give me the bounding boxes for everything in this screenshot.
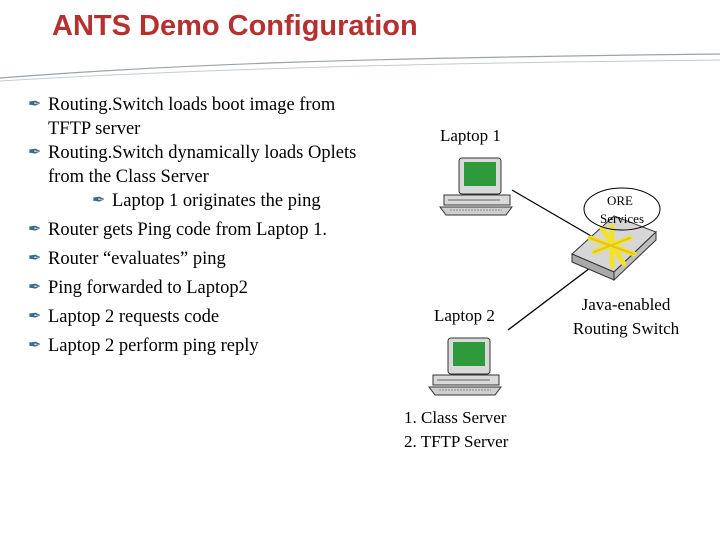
feather-icon: ✒ (28, 308, 42, 325)
computer-icon (428, 337, 502, 396)
laptop1-label: Laptop 1 (440, 126, 501, 145)
ore-services-label: Services (600, 211, 644, 226)
bullet-item: ✒Ping forwarded to Laptop2 (28, 278, 248, 298)
bullet-item: ✒Router “evaluates” ping (28, 249, 226, 269)
page-title: ANTS Demo Configuration (52, 10, 418, 42)
feather-icon: ✒ (28, 279, 42, 296)
computer-icon (439, 157, 513, 216)
bullet-item: ✒Laptop 2 perform ping reply (28, 336, 259, 356)
switch-label: Java-enabled Routing Switch (572, 295, 680, 338)
laptop2-label: Laptop 2 (434, 306, 495, 325)
feather-icon: ✒ (28, 250, 42, 267)
server-label: 1. Class Server 2. TFTP Server (404, 408, 509, 451)
ore-services-label: ORE (607, 193, 633, 208)
feather-icon: ✒ (28, 96, 42, 113)
feather-icon: ✒ (28, 221, 42, 238)
bullet-item: ✒Laptop 2 requests code (28, 307, 220, 327)
bullet-item: ✒Routing.Switch dynamically loads Oplets… (28, 143, 357, 187)
ore-services-oval (583, 187, 661, 231)
feather-icon: ✒ (28, 337, 42, 354)
routing-switch-icon (571, 215, 657, 282)
title-underline (0, 53, 720, 82)
feather-icon: ✒ (92, 192, 106, 209)
bullet-item: ✒Router gets Ping code from Laptop 1. (28, 220, 327, 240)
bullet-item: ✒Laptop 1 originates the ping (92, 191, 321, 211)
feather-icon: ✒ (28, 144, 42, 161)
link-laptop2-switch (507, 261, 599, 331)
link-laptop1-switch (511, 189, 599, 241)
